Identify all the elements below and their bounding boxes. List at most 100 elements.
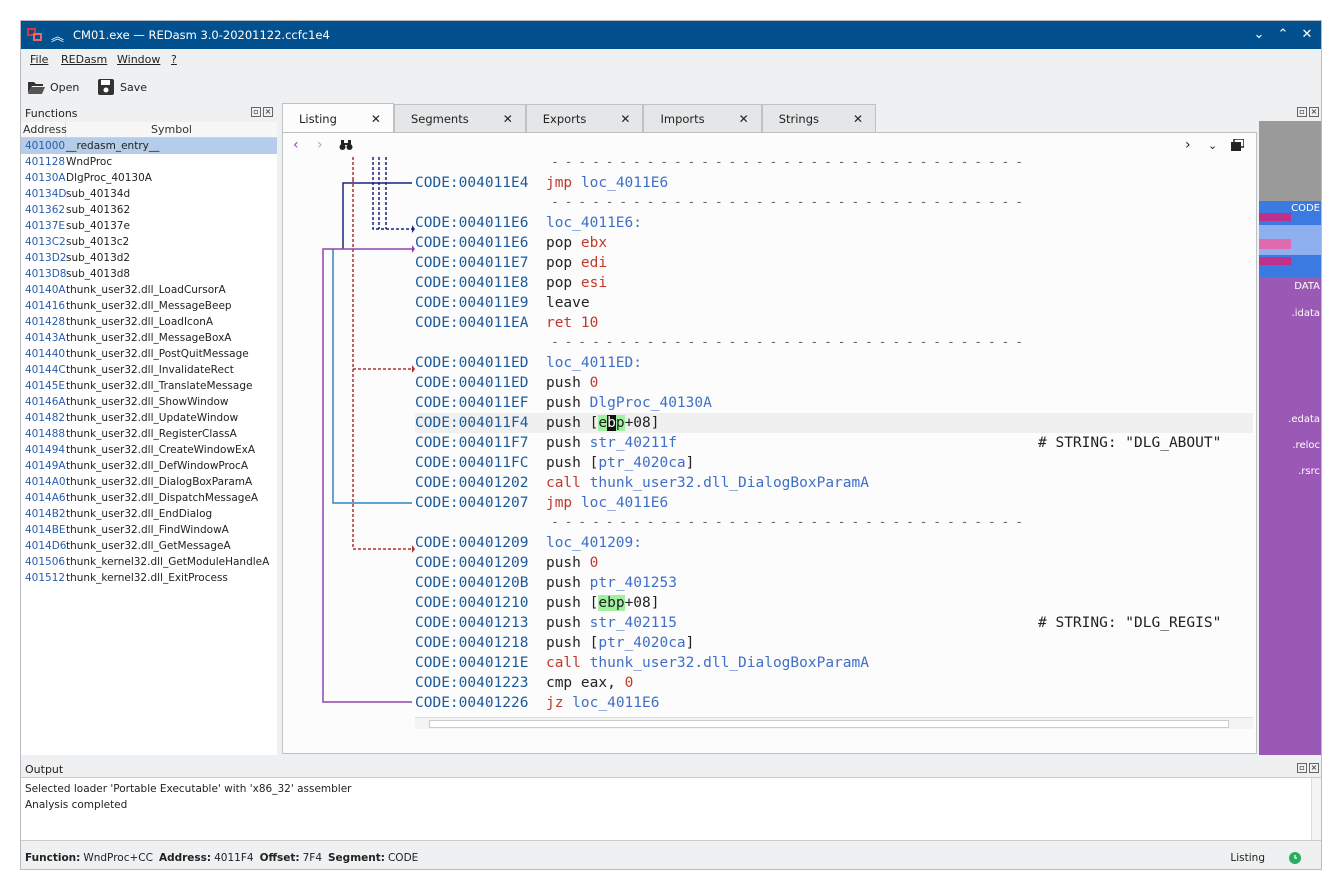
menu-file[interactable]: File: [30, 53, 49, 66]
tab-exports[interactable]: Exports✕: [525, 104, 644, 132]
scroll-thumb[interactable]: [429, 720, 1229, 728]
listing-instruction[interactable]: CODE:00401202 call thunk_user32.dll_Dial…: [415, 473, 869, 493]
forward-icon[interactable]: ›: [317, 137, 323, 153]
listing-instruction[interactable]: CODE:004011F7 push str_40211f# STRING: "…: [415, 433, 1221, 453]
code-label[interactable]: loc_4011E6:: [545, 215, 642, 231]
listing-instruction[interactable]: CODE:00401223 cmp eax, 0: [415, 673, 633, 693]
operand[interactable]: ptr_401253: [589, 575, 677, 591]
dropdown-icon[interactable]: ⌄: [1208, 139, 1218, 152]
operand[interactable]: 0: [589, 375, 599, 391]
operand[interactable]: [ptr_4020ca]: [589, 635, 695, 651]
tab-strings[interactable]: Strings✕: [761, 104, 877, 132]
listing-hscrollbar[interactable]: [415, 717, 1253, 729]
goto-next-icon[interactable]: ›: [1185, 137, 1191, 153]
listing-instruction[interactable]: CODE:00401207 jmp loc_4011E6: [415, 493, 668, 513]
listing-instruction[interactable]: CODE:004011E7 pop edi: [415, 253, 607, 273]
output-scrollbar[interactable]: [1311, 778, 1321, 840]
close-icon[interactable]: ×: [263, 107, 273, 117]
listing-instruction[interactable]: CODE:00401209 push 0: [415, 553, 598, 573]
code-label[interactable]: loc_401209:: [545, 535, 642, 551]
minimize-button[interactable]: ⌄: [1253, 27, 1265, 42]
operand[interactable]: [ptr_4020ca]: [589, 455, 695, 471]
operand[interactable]: eax, 0: [580, 675, 634, 691]
operand[interactable]: str_402115: [589, 615, 677, 631]
operand[interactable]: loc_4011E6: [580, 175, 669, 191]
binoculars-icon[interactable]: [339, 139, 353, 151]
tab-close-icon[interactable]: ✕: [853, 111, 864, 126]
tab-segments[interactable]: Segments✕: [393, 104, 526, 132]
menu-help[interactable]: ?: [171, 53, 177, 66]
listing-instruction[interactable]: CODE:004011ED push 0: [415, 373, 598, 393]
operand[interactable]: 0: [589, 555, 599, 571]
tab-close-icon[interactable]: ✕: [502, 111, 513, 126]
windows-icon[interactable]: [1231, 139, 1244, 151]
open-button[interactable]: Open: [27, 77, 79, 97]
operand[interactable]: str_40211f: [589, 435, 677, 451]
tab-listing[interactable]: Listing✕: [282, 103, 394, 133]
listing-instruction[interactable]: CODE:004011FC push [ptr_4020ca]: [415, 453, 694, 473]
close-icon[interactable]: ×: [1309, 763, 1319, 773]
keep-above-icon[interactable]: ︽: [51, 30, 65, 45]
output-log[interactable]: Selected loader 'Portable Executable' wi…: [21, 777, 1321, 841]
col-symbol[interactable]: Symbol: [151, 123, 192, 136]
tab-imports[interactable]: Imports✕: [643, 104, 762, 132]
listing-instruction[interactable]: CODE:0040120B push ptr_401253: [415, 573, 677, 593]
menu-redasm[interactable]: REDasm: [61, 53, 108, 66]
operand[interactable]: 10: [580, 315, 599, 331]
listing-instruction[interactable]: CODE:004011E9 leave: [415, 293, 590, 313]
listing-label-line[interactable]: CODE:00401209 loc_401209:: [415, 533, 642, 553]
tab-close-icon[interactable]: ✕: [738, 111, 749, 126]
menu-window[interactable]: Window: [117, 53, 161, 66]
operand[interactable]: ebx: [580, 235, 608, 251]
operand[interactable]: esi: [580, 275, 608, 291]
listing-instruction[interactable]: CODE:00401210 push [ebp+08]: [415, 593, 659, 613]
listing-instruction[interactable]: CODE:004011E4 jmp loc_4011E6: [415, 173, 668, 193]
operand[interactable]: loc_4011E6: [572, 695, 660, 711]
listing-label-line[interactable]: CODE:004011E6 loc_4011E6:: [415, 213, 642, 233]
listing-instruction[interactable]: CODE:00401218 push [ptr_4020ca]: [415, 633, 694, 653]
segment-minimap[interactable]: CODE DATA .idata .edata .reloc .rsrc: [1259, 121, 1321, 755]
tab-close-icon[interactable]: ✕: [620, 111, 631, 126]
operand[interactable]: thunk_user32.dll_DialogBoxParamA: [589, 655, 869, 671]
listing-instruction[interactable]: CODE:00401213 push str_402115# STRING: "…: [415, 613, 1221, 633]
code-label[interactable]: loc_4011ED:: [545, 355, 642, 371]
listing-instruction[interactable]: CODE:004011EA ret 10: [415, 313, 598, 333]
save-button[interactable]: Save: [97, 77, 147, 97]
function-row[interactable]: 401000__redasm_entry__: [21, 138, 277, 154]
float-icon[interactable]: ▫: [1297, 763, 1307, 773]
listing-instruction[interactable]: CODE:004011E6 pop ebx: [415, 233, 607, 253]
listing-code[interactable]: - - - - - - - - - - - - - - - - - - - - …: [415, 157, 1253, 717]
operand[interactable]: loc_4011E6: [580, 495, 669, 511]
back-icon[interactable]: ‹: [293, 137, 299, 153]
operand[interactable]: [ebp+08]: [589, 415, 660, 431]
operand[interactable]: DlgProc_40130A: [589, 395, 712, 411]
listing-label-line[interactable]: CODE:004011ED loc_4011ED:: [415, 353, 642, 373]
col-address[interactable]: Address: [23, 122, 67, 137]
operand[interactable]: thunk_user32.dll_DialogBoxParamA: [589, 475, 869, 491]
operand[interactable]: [ebp+08]: [589, 595, 660, 611]
tab-close-icon[interactable]: ✕: [370, 111, 381, 126]
maximize-button[interactable]: ⌃: [1277, 27, 1289, 42]
